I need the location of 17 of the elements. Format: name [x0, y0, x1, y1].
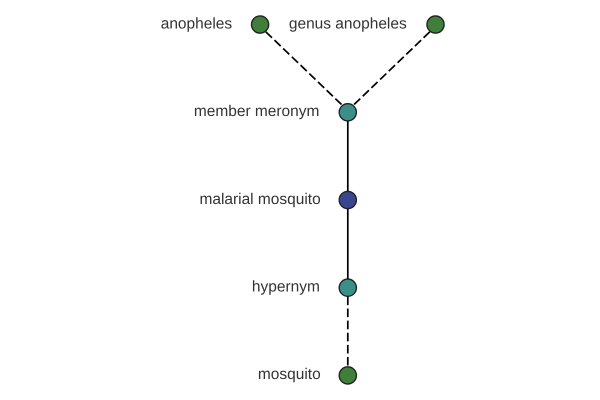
node-circle: [338, 190, 357, 210]
connector: [352, 31, 430, 106]
node-label: genus anopheles: [288, 15, 406, 32]
node-circle: [426, 15, 444, 34]
node-circle: [338, 103, 357, 122]
connector: [346, 296, 348, 367]
node-label: mosquito: [257, 366, 320, 384]
connector: [264, 31, 342, 106]
node-label: hypernym: [251, 278, 320, 296]
node-circle: [338, 366, 357, 385]
connector: [346, 121, 348, 192]
node-circle: [338, 278, 357, 297]
connector: [346, 208, 348, 279]
node-circle: [250, 15, 269, 34]
node-label: malarial mosquito: [198, 190, 320, 208]
node-label: anopheles: [160, 15, 232, 32]
node-label: member meronym: [193, 103, 319, 120]
